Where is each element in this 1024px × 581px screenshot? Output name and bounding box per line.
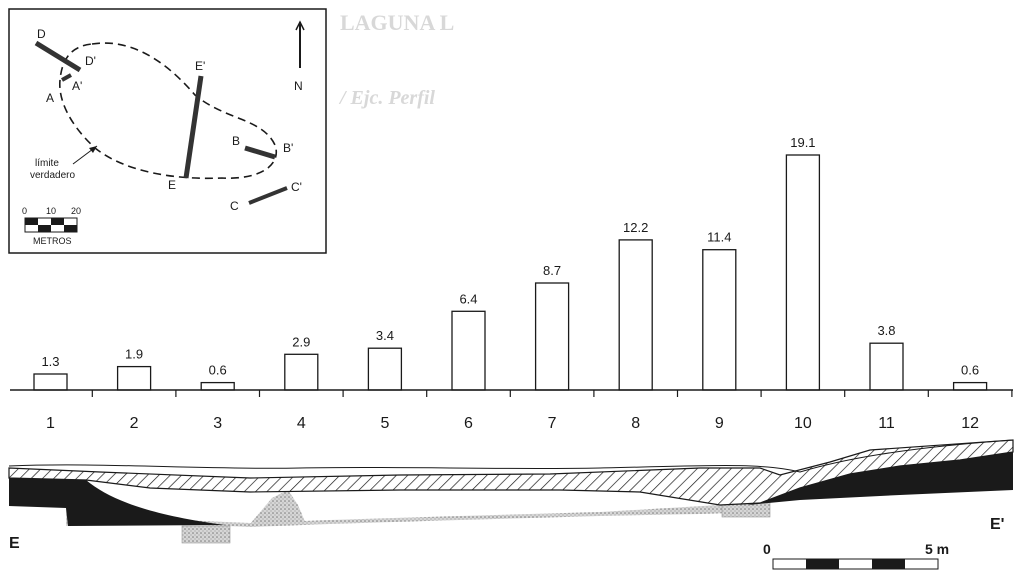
bar-value-label-8: 12.2 <box>623 220 648 235</box>
profile-end-label-right: E' <box>990 516 1004 533</box>
profile-scale-start: 0 <box>763 541 771 557</box>
faint-header-line1: LAGUNA L <box>340 10 454 35</box>
category-label-2: 2 <box>130 415 139 432</box>
north-label: N <box>294 79 303 93</box>
label-d: D <box>37 27 46 41</box>
bar-value-label-2: 1.9 <box>125 347 143 362</box>
transect-a-line <box>61 73 72 82</box>
bar-2 <box>116 365 152 391</box>
bar-11 <box>869 342 904 391</box>
category-label-8: 8 <box>631 415 640 432</box>
boundary-label-line2: verdadero <box>30 170 75 181</box>
inset-scale-tick-0: 0 <box>22 206 27 216</box>
category-label-3: 3 <box>213 415 222 432</box>
bar-value-label-12: 0.6 <box>961 363 979 378</box>
bar-value-label-9: 11.4 <box>707 230 731 245</box>
profile-dark-left <box>9 478 225 526</box>
category-label-7: 7 <box>548 415 557 432</box>
bar-value-label-11: 3.8 <box>877 323 895 338</box>
profile-scale-end: 5 m <box>925 541 949 557</box>
label-b: B <box>232 134 240 148</box>
bar-5 <box>367 347 403 391</box>
boundary-pointer-arrow-icon <box>72 145 98 165</box>
category-label-6: 6 <box>464 415 473 432</box>
inset-scale-tick-20: 20 <box>71 206 81 216</box>
category-label-5: 5 <box>380 415 389 432</box>
category-label-12: 12 <box>961 415 979 432</box>
label-a: A <box>46 91 54 105</box>
label-b-prime: B' <box>283 141 293 155</box>
bar-7 <box>534 282 570 391</box>
bar-value-label-3: 0.6 <box>209 363 227 378</box>
bar-value-label-1: 1.3 <box>41 354 59 369</box>
profile-stipple-base <box>66 505 760 527</box>
bar-1 <box>33 373 68 391</box>
bar-value-label-7: 8.7 <box>543 263 561 278</box>
profile-stipple-box-left <box>181 525 231 544</box>
category-label-11: 11 <box>878 415 895 432</box>
inset-scale-bar <box>24 217 78 233</box>
label-a-prime: A' <box>72 79 82 93</box>
north-arrow-icon <box>295 20 305 68</box>
profile-hatched-band <box>8 439 1014 506</box>
bar-value-label-6: 6.4 <box>459 291 477 306</box>
profile-section: E E' 0 5 m <box>8 439 1014 570</box>
profile-stipple-mound <box>250 490 306 524</box>
bar-6 <box>451 310 486 391</box>
bar-4 <box>284 353 319 391</box>
label-c-prime: C' <box>291 180 302 194</box>
profile-surface-line <box>8 439 1014 473</box>
bar-value-label-4: 2.9 <box>292 334 310 349</box>
bar-9 <box>702 249 737 391</box>
label-e-prime: E' <box>195 59 205 73</box>
profile-end-label-left: E <box>9 535 20 552</box>
bar-8 <box>618 239 653 391</box>
inset-scale-unit: METROS <box>33 236 72 246</box>
transect-d-line <box>34 40 82 73</box>
profile-scale-bar <box>772 558 939 570</box>
faint-header-line2: / Ejc. Perfil <box>338 87 435 109</box>
bar-3 <box>200 381 235 391</box>
label-c: C <box>230 199 239 213</box>
boundary-label-line1: límite <box>35 158 59 169</box>
inset-map: D D' A' A E' E B B' C C' N límite verdad… <box>8 8 327 254</box>
label-e: E <box>168 178 176 192</box>
category-label-4: 4 <box>297 415 306 432</box>
label-d-prime: D' <box>85 54 96 68</box>
category-label-1: 1 <box>46 415 55 432</box>
category-label-9: 9 <box>715 415 724 432</box>
category-label-10: 10 <box>794 415 812 432</box>
inset-map-frame <box>8 8 327 254</box>
transect-c-line <box>248 186 288 205</box>
bar-value-label-10: 19.1 <box>790 135 815 150</box>
bar-value-label-5: 3.4 <box>376 328 394 343</box>
transect-e-line <box>183 75 204 179</box>
inset-scale-tick-10: 10 <box>46 206 56 216</box>
bar-12 <box>952 381 988 391</box>
transect-b-line <box>244 145 276 160</box>
profile-dark-right <box>748 450 1013 505</box>
bar-10 <box>785 154 821 391</box>
